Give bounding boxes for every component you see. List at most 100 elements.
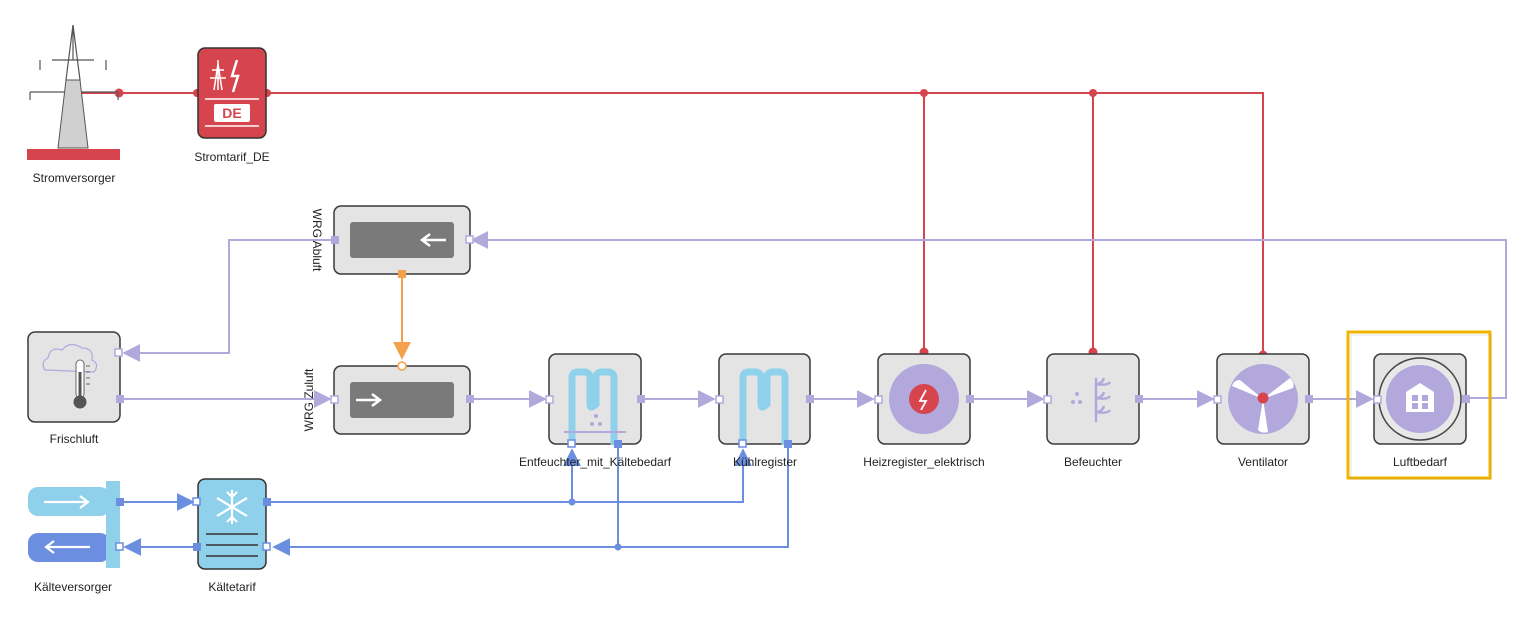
lightning-icon: [918, 389, 928, 411]
port-out[interactable]: [116, 395, 124, 403]
cold-lines: [120, 445, 789, 556]
heizregister-label: Heizregister_elektrisch: [863, 455, 984, 469]
electric-line-bus[interactable]: [266, 92, 1264, 355]
stromtarif-label: Stromtarif_DE: [194, 150, 269, 164]
arrow-right-icon: [44, 495, 90, 509]
port-out[interactable]: [1462, 395, 1470, 403]
luftbedarf-label: Luftbedarf: [1393, 455, 1448, 469]
port-in[interactable]: [1213, 395, 1222, 404]
port-in[interactable]: [330, 395, 339, 404]
water-drop-icon: [1078, 400, 1082, 404]
heizregister-component[interactable]: Heizregister_elektrisch: [863, 353, 985, 469]
port-in[interactable]: [465, 235, 474, 244]
arrow-right-icon: [356, 393, 383, 407]
port-out[interactable]: [614, 440, 622, 448]
luftbedarf-component[interactable]: Luftbedarf: [1346, 330, 1492, 480]
junction-dot: [614, 543, 622, 551]
kuehlregister-component[interactable]: Kühlregister: [718, 353, 811, 469]
junction-dot: [1089, 89, 1097, 97]
port-out[interactable]: [1305, 395, 1313, 403]
stromtarif-component[interactable]: DE Stromtarif_DE: [194, 47, 270, 164]
port-out[interactable]: [784, 440, 792, 448]
building-windows: [1412, 395, 1428, 409]
air-line-exhaust[interactable]: [122, 239, 336, 362]
wrg-zuluft-label: WRG Zuluft: [302, 368, 316, 431]
heat-exchanger-icon: [350, 382, 454, 418]
port-out[interactable]: [263, 498, 271, 506]
stromversorger-label: Stromversorger: [33, 171, 116, 185]
entfeuchter-component[interactable]: Entfeuchter_mit_Kältebedarf: [519, 353, 672, 469]
port-out[interactable]: [966, 395, 974, 403]
selection-frame: [1346, 330, 1492, 480]
humidifier-icon: [1094, 377, 1112, 422]
ventilator-label: Ventilator: [1238, 455, 1288, 469]
port-out[interactable]: [398, 270, 406, 278]
water-drop-icon: [594, 414, 598, 418]
port-in[interactable]: [262, 542, 271, 551]
cold-line-supply-bus[interactable]: [267, 448, 752, 503]
water-drop-icon: [1071, 400, 1075, 404]
port-in[interactable]: [545, 395, 554, 404]
selection-shadow: [1350, 334, 1492, 480]
port-in[interactable]: [1373, 395, 1382, 404]
water-drop-icon: [590, 422, 594, 426]
kaeltetarif-component[interactable]: Kältetarif: [197, 478, 267, 594]
electric-lines: [75, 92, 1264, 355]
port-out[interactable]: [331, 236, 339, 244]
port-in[interactable]: [874, 395, 883, 404]
frischluft-box: [27, 331, 121, 423]
frischluft-label: Frischluft: [50, 432, 99, 446]
fan-hub: [1257, 392, 1269, 404]
port-out[interactable]: [116, 498, 124, 506]
air-line-return[interactable]: [470, 231, 1507, 399]
entfeuchter-label: Entfeuchter_mit_Kältebedarf: [519, 455, 672, 469]
junction-dot: [114, 88, 124, 98]
kaelteversorger-label: Kälteversorger: [34, 580, 112, 594]
kuehlregister-label: Kühlregister: [733, 455, 797, 469]
port-in[interactable]: [738, 439, 747, 448]
pylon-base: [57, 79, 89, 149]
water-drop-icon: [1075, 392, 1079, 396]
junction-dot: [920, 89, 928, 97]
weather-thermometer-icon: [42, 343, 98, 409]
tariff-badge: DE: [222, 105, 241, 121]
water-drop-icon: [598, 422, 602, 426]
port-in[interactable]: [114, 348, 123, 357]
cold-line-return-bus[interactable]: [272, 445, 789, 556]
heat-exchanger-icon: [350, 222, 454, 258]
port-out[interactable]: [806, 395, 814, 403]
befeuchter-component[interactable]: Befeuchter: [1046, 353, 1140, 469]
port-out[interactable]: [466, 395, 474, 403]
arrow-left-icon: [419, 233, 446, 247]
frischluft-component[interactable]: Frischluft: [27, 331, 121, 446]
wrg-abluft-label: WRG Abluft: [310, 209, 324, 272]
dehumidifier-coil-icon: [568, 368, 618, 445]
fan-icon: [1232, 378, 1294, 433]
cold-manifold: [106, 481, 120, 568]
befeuchter-box: [1046, 353, 1140, 445]
befeuchter-label: Befeuchter: [1064, 455, 1122, 469]
kaelteversorger-component[interactable]: Kälteversorger: [28, 481, 120, 594]
kaeltetarif-label: Kältetarif: [208, 580, 256, 594]
ports: [114, 235, 1470, 551]
arrow-left-icon: [44, 540, 90, 554]
port-in[interactable]: [567, 439, 576, 448]
stromtarif-box: [197, 47, 267, 139]
ventilator-component[interactable]: Ventilator: [1216, 353, 1310, 469]
port-in[interactable]: [1043, 395, 1052, 404]
port-in[interactable]: [397, 361, 407, 371]
electric-heater-icon: [909, 384, 939, 414]
electricity-tariff-icon: [210, 59, 240, 93]
tariff-badge-bg: [214, 104, 250, 122]
electric-junctions: [114, 88, 1268, 360]
port-in[interactable]: [192, 497, 201, 506]
port-out[interactable]: [1135, 395, 1143, 403]
port-in[interactable]: [115, 542, 124, 551]
port-out[interactable]: [193, 543, 201, 551]
stromversorger-component[interactable]: Stromversorger: [27, 24, 120, 185]
port-out[interactable]: [637, 395, 645, 403]
snowflake-icon: [216, 490, 248, 524]
ground-bar: [27, 149, 120, 160]
port-in[interactable]: [715, 395, 724, 404]
